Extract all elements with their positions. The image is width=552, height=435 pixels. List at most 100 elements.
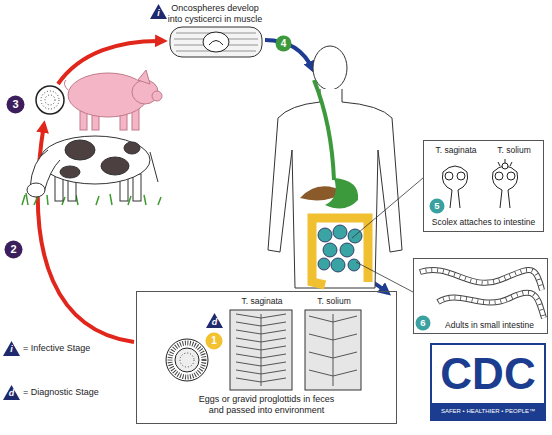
node-text: 5 [429, 198, 445, 214]
legend-marker [3, 341, 20, 356]
egg-illustration [175, 348, 199, 372]
digestive-tract [318, 225, 362, 272]
human-figure [268, 46, 402, 288]
callout-number: 2 [4, 240, 23, 259]
cow-illustration [65, 140, 95, 160]
scolex-illustration [498, 159, 512, 166]
cow-illustration [150, 152, 158, 182]
leader-line [356, 262, 413, 292]
callout-circle [7, 96, 25, 114]
legend-letter: i [3, 344, 20, 355]
muscle-illustration [203, 32, 229, 52]
adult-worm-illustration [438, 293, 544, 318]
muscle-illustration [170, 27, 262, 57]
node-text: i [150, 8, 167, 19]
muscle-illustration [174, 33, 258, 51]
cysticercus [45, 95, 55, 105]
eggs-panel: T. saginataT. soliumEggs or gravid progl… [136, 291, 397, 424]
digestive-tract [300, 80, 368, 285]
callout-circle [206, 333, 223, 350]
adult-worm-illustration [420, 270, 544, 318]
node-text: 6 [415, 315, 431, 331]
infective-stage-marker: i [150, 4, 167, 19]
scolex-illustration [442, 159, 517, 208]
legend-letter: d [3, 388, 20, 399]
node-text: Eggs or gravid proglottids in feces and … [195, 394, 338, 416]
adult-worm-illustration [420, 270, 542, 290]
scolex-illustration [492, 166, 517, 190]
adult-worm-illustration [438, 293, 544, 318]
cysticercus [36, 86, 64, 114]
legend-marker [3, 341, 20, 400]
scolex-illustration [457, 172, 465, 180]
pig-illustration [64, 80, 68, 90]
scolex-illustration [450, 190, 460, 208]
adults-panel: Adults in small intestine6 [413, 258, 548, 334]
proglottid-illustration [236, 314, 286, 386]
cysticercus [41, 91, 59, 109]
node-text: d [206, 317, 223, 328]
node-text: SAFER • HEALTHIER • PEOPLE™ [432, 403, 544, 419]
muscle-illustration [170, 27, 262, 57]
legend-text: = Diagnostic Stage [23, 387, 133, 398]
node-text: T. saginata [227, 296, 297, 306]
legend-text: = Infective Stage [23, 343, 133, 354]
digestive-tract [312, 218, 368, 285]
muscle-illustration [209, 41, 223, 46]
stage-note: Oncospheres develop into cysticerci in m… [165, 3, 265, 25]
cow-illustration [133, 174, 141, 201]
callout-circle [276, 36, 292, 52]
cow-illustration [101, 157, 129, 175]
node-text: T. saginata [426, 145, 486, 155]
scolex-illustration [445, 172, 453, 180]
node-text: 3 [6, 95, 25, 114]
proglottid-illustration [230, 310, 292, 390]
digestive-tract [318, 228, 332, 242]
cow-illustration [124, 142, 140, 154]
node-text: 2 [4, 240, 23, 259]
callout-circle [5, 241, 23, 259]
scolex-illustration [502, 163, 508, 169]
callout-number: 6 [415, 315, 431, 331]
pig-illustration [138, 70, 150, 84]
human-figure [268, 89, 402, 288]
cow-illustration [60, 166, 80, 178]
callout-number: 5 [429, 198, 445, 214]
egg-illustration [180, 353, 194, 367]
adult-worm-illustration [420, 270, 542, 290]
digestive-tract [318, 258, 330, 270]
adult-worm-illustration [438, 293, 544, 318]
cysticercus [36, 86, 64, 114]
node-text: 4 [275, 35, 292, 52]
digestive-tract [340, 243, 354, 257]
human-figure [313, 46, 347, 90]
digestive-tract [333, 225, 347, 239]
callout-circle [416, 316, 431, 331]
pig-illustration [64, 70, 162, 130]
diagnostic-stage-marker: d [206, 313, 223, 328]
scolex-illustration [442, 166, 467, 190]
node-text: 1 [205, 332, 223, 350]
digestive-tract [325, 178, 358, 209]
proglottid-illustration [305, 310, 361, 390]
scolex-illustration [495, 172, 503, 180]
node-text: T. solium [299, 296, 369, 306]
node-text: Adults in small intestine [433, 320, 546, 330]
callout-circle [430, 199, 445, 214]
callout-number: 1 [205, 332, 223, 350]
egg-illustration [166, 339, 208, 381]
callout-number: 3 [6, 95, 25, 114]
pig-illustration [152, 91, 162, 101]
proglottid-illustration [309, 314, 357, 386]
scolex-panel: T. saginataT. soliumScolex attaches to i… [423, 140, 544, 232]
digestive-tract [331, 258, 345, 272]
cow-illustration [27, 183, 45, 197]
node-text: T. solium [485, 145, 543, 155]
stage-triangle [150, 4, 167, 19]
proglottid-illustration [230, 310, 361, 390]
legend-marker [3, 385, 20, 400]
